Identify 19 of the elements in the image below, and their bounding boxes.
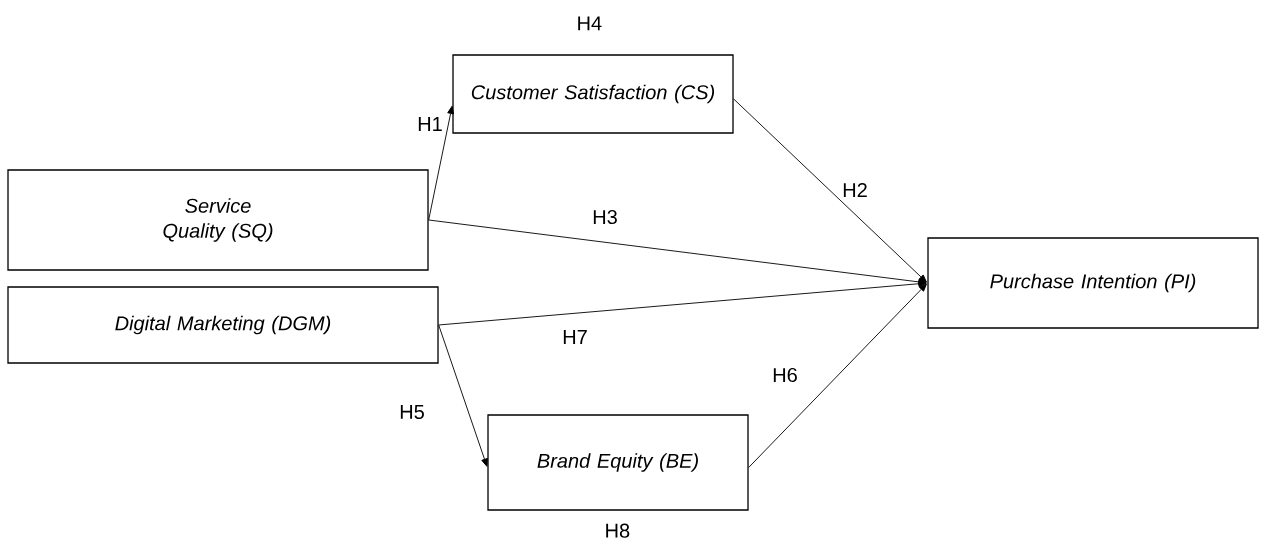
construct-box: Purchase Intention (PI) [927,237,1259,329]
hypothesis-label: H8 [606,523,630,538]
arrow [428,105,454,221]
arrow [438,280,927,326]
arrow [748,283,927,468]
edge-label: H3 [591,208,619,226]
edge-label: H7 [561,329,589,345]
construct-box: Service Quality (SQ) [7,169,429,271]
arrow [733,98,927,283]
hypothesis-label: H4 [578,16,602,31]
edge-label: H2 [841,182,869,198]
arrow [438,324,488,467]
construct-box: Digital Marketing (DGM) [7,286,439,364]
edge-label: H6 [771,366,799,384]
construct-box: Customer Satisfaction (CS) [452,54,734,134]
edge-label: H5 [398,404,426,420]
edge-label: H1 [416,116,444,132]
construct-box: Brand Equity (BE) [487,414,749,511]
arrow [428,219,927,286]
